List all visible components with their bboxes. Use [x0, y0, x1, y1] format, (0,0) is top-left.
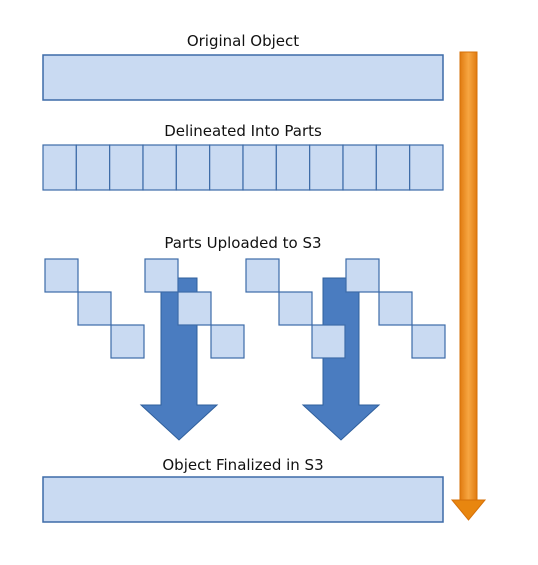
timeline-arrowhead: [450, 499, 487, 521]
timeline-arrow: [450, 51, 487, 521]
part-cell: [275, 144, 311, 191]
uploaded-part-square: [278, 291, 313, 326]
delineated-parts-label: Delineated Into Parts: [164, 122, 322, 140]
parts-uploaded-label: Parts Uploaded to S3: [164, 234, 322, 252]
part-cell: [309, 144, 344, 191]
uploaded-part-square: [110, 324, 145, 359]
uploaded-part-square: [77, 291, 112, 326]
uploaded-part-square: [44, 258, 79, 293]
uploaded-parts: [44, 258, 446, 359]
part-cell: [375, 144, 411, 191]
uploaded-part-square: [210, 324, 245, 359]
part-cell: [242, 144, 277, 191]
part-cell: [409, 144, 444, 191]
uploaded-part-square: [245, 258, 280, 293]
uploaded-part-square: [411, 324, 446, 359]
delineated-parts-row: [42, 144, 444, 191]
uploaded-part-square: [345, 258, 380, 293]
part-cell: [175, 144, 211, 191]
uploaded-part-square: [311, 324, 346, 359]
uploaded-part-square: [144, 258, 179, 293]
uploaded-part-square: [378, 291, 413, 326]
original-object-label: Original Object: [186, 32, 300, 50]
upload-arrows: [139, 277, 381, 441]
part-cell: [75, 144, 111, 191]
part-cell: [209, 144, 244, 191]
part-cell: [342, 144, 377, 191]
part-cell: [42, 144, 77, 191]
object-finalized-label: Object Finalized in S3: [162, 456, 324, 474]
uploaded-part-square: [177, 291, 212, 326]
finalized-object-bar: [42, 476, 444, 523]
timeline-arrow-shaft: [459, 51, 478, 503]
part-cell: [142, 144, 177, 191]
upload-arrow: [301, 277, 381, 441]
original-object-bar: [42, 54, 444, 101]
part-cell: [109, 144, 144, 191]
